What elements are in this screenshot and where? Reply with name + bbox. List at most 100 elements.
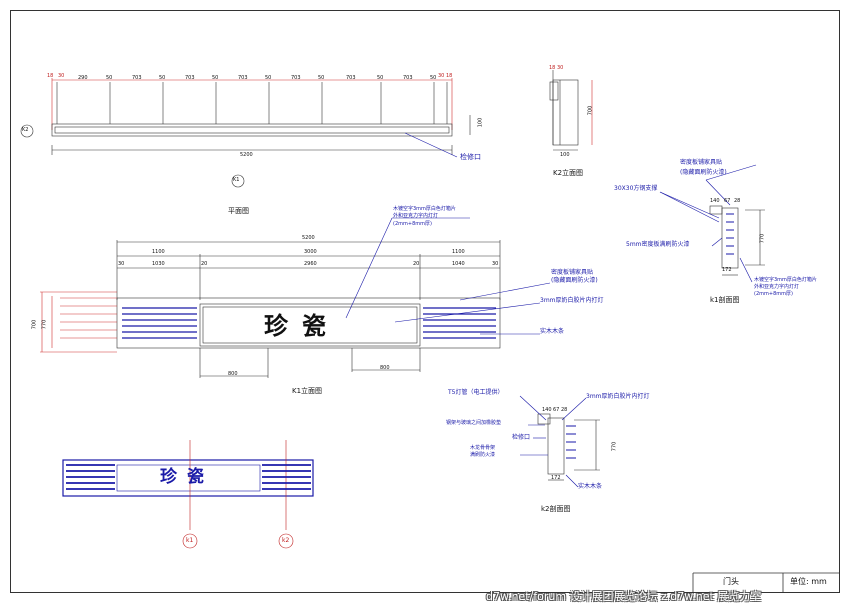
k1-sub-0: 30 — [118, 261, 125, 267]
k1s-callout-fireproof: (隐藏面刷防火漆) — [680, 169, 727, 176]
k1s-callout-letters-1: 木镀空字3mm厚白色灯箱片 — [754, 277, 817, 283]
k1-callout-fireproof: (隐藏面刷防火漆) — [551, 277, 598, 284]
plan-side-dim: 100 — [477, 117, 484, 128]
axis-k2-marker[interactable]: k2 — [282, 537, 290, 544]
plan-dim-703: 703 — [185, 75, 195, 81]
k1-elevation-title: K1立面图 — [292, 387, 323, 395]
k2s-dim-172: 172 — [551, 475, 561, 481]
k1-overall-dim: 5200 — [302, 235, 315, 241]
k1s-callout-letters-3: (2mm+8mm厚) — [754, 291, 793, 297]
plan-dim-50: 50 — [212, 75, 219, 81]
k1-sub-6: 30 — [492, 261, 499, 267]
k2-section-title: k2剖面图 — [541, 505, 571, 513]
axis-k1-marker[interactable]: k1 — [186, 537, 194, 544]
k1-sub-1: 1030 — [152, 261, 165, 267]
plan-marker-k2[interactable]: K2 — [22, 127, 29, 133]
k1-callout-film: 3mm厚奶白胶片内打灯 — [540, 297, 604, 304]
k2-section — [519, 395, 600, 488]
k1-sub-3: 2960 — [304, 261, 317, 267]
plan-dim-703: 703 — [132, 75, 142, 81]
k2-dim-30: 30 — [557, 65, 564, 71]
k1-seg-left: 1100 — [152, 249, 165, 255]
k1-slats — [122, 307, 496, 339]
k1-sub-5: 1040 — [452, 261, 465, 267]
k1-callout-letters-1: 木镀空字3mm厚白色灯箱片 — [393, 206, 456, 212]
k1-sub-2: 20 — [201, 261, 208, 267]
plan-dim-50: 50 — [430, 75, 437, 81]
k2-dim-100: 100 — [560, 152, 570, 158]
k2s-callout-access: 检修口 — [512, 434, 531, 441]
plan-access-port: 检修口 — [460, 153, 481, 161]
k1-seg-right: 1100 — [452, 249, 465, 255]
plan-dim-30: 30 — [58, 73, 65, 79]
k2-elevation — [549, 70, 593, 151]
drawing-name: 门头 — [723, 577, 739, 586]
plan-dim-703: 703 — [346, 75, 356, 81]
k1-section-title: k1剖面图 — [710, 296, 740, 304]
title-block-lines — [692, 572, 840, 593]
k2s-dim-770: 770 — [611, 441, 618, 452]
k1-bottom-dim-left: 800 — [228, 371, 238, 377]
plan-marker-k1[interactable]: K1 — [233, 177, 240, 183]
k1-sub-4: 20 — [413, 261, 420, 267]
k1-left-dim-770: 770 — [41, 319, 48, 330]
k1s-dim-140: 140 — [710, 198, 720, 204]
k2-section-fill — [566, 425, 576, 459]
k2s-callout-t5: T5灯管（电工提供） — [448, 389, 504, 396]
k1s-dim-67: 67 — [724, 198, 731, 204]
k1s-dim-28: 28 — [734, 198, 741, 204]
plan-dim-18: 18 — [446, 73, 453, 79]
plan-dim-50: 50 — [318, 75, 325, 81]
drawing-frame — [10, 10, 840, 593]
k2-dim-700: 700 — [587, 105, 594, 116]
k2s-dim-28: 28 — [561, 407, 568, 413]
k1-left-dim-700: 700 — [31, 319, 38, 330]
title-block: 门头 单位: mm — [693, 573, 838, 592]
k2s-callout-fireproof: 满刷防火漆 — [470, 452, 496, 458]
k1-seg-mid: 3000 — [304, 249, 317, 255]
k2-elevation-title: K2立面图 — [553, 169, 584, 177]
k1-callout-slats: 实木木条 — [540, 328, 565, 335]
plan-view-title: 平面图 — [228, 207, 249, 215]
k2s-callout-gasket: 钢架与玻璃之间加橡胶垫 — [446, 420, 502, 426]
k2s-callout-slats: 实木木条 — [578, 483, 603, 490]
plan-overall-dim: 5200 — [240, 152, 253, 158]
k1-callout-mdf: 密度板铺家具贴 — [551, 269, 594, 276]
k1s-dim-770: 770 — [759, 233, 766, 244]
plan-dim-50: 50 — [159, 75, 166, 81]
plan-dim-290: 290 — [78, 75, 88, 81]
unit-label: 单位: mm — [790, 577, 827, 586]
k2s-callout-frame: 木龙骨骨架 — [470, 445, 496, 451]
plan-dim-30: 30 — [438, 73, 445, 79]
k1-elevation — [40, 217, 551, 378]
plan-dim-50: 50 — [106, 75, 113, 81]
k1s-callout-mdf: 密度板铺家具贴 — [680, 159, 723, 166]
k2s-dim-67: 67 — [553, 407, 560, 413]
k2-dim-18: 18 — [549, 65, 556, 71]
k1-sign-text: 珍瓷 — [264, 311, 340, 340]
watermark-text: d7w.net/forum 设计展团展览论坛 z.d7w.net 展览力室 — [486, 590, 762, 603]
plan-dim-50: 50 — [265, 75, 272, 81]
k1-bottom-dim-right: 800 — [380, 365, 390, 371]
k1s-dim-172: 172 — [722, 267, 732, 273]
plan-view — [20, 78, 471, 188]
k1-callout-letters-3: (2mm+8mm厚) — [393, 221, 432, 227]
k1s-callout-letters-2: 外和亚克力字内灯灯 — [754, 284, 800, 290]
color-view — [62, 440, 314, 549]
plan-dim-18: 18 — [47, 73, 54, 79]
k1-callout-letters-2: 外和亚克力字内灯灯 — [393, 213, 439, 219]
plan-dim-703: 703 — [238, 75, 248, 81]
k2s-dim-140: 140 — [542, 407, 552, 413]
plan-dim-50: 50 — [377, 75, 384, 81]
k1s-callout-board: 5mm密度板满刷防火漆 — [626, 241, 690, 248]
plan-dim-703: 703 — [403, 75, 413, 81]
k1-section — [659, 164, 765, 283]
color-view-sign-text: 珍瓷 — [160, 467, 214, 487]
k2s-callout-film: 3mm厚奶白胶片内打灯 — [586, 393, 650, 400]
k1-section-fill — [726, 213, 734, 255]
color-view-slats — [66, 464, 311, 490]
plan-dim-703: 703 — [291, 75, 301, 81]
k1s-callout-steel: 30X30方钢支撑 — [614, 185, 658, 192]
